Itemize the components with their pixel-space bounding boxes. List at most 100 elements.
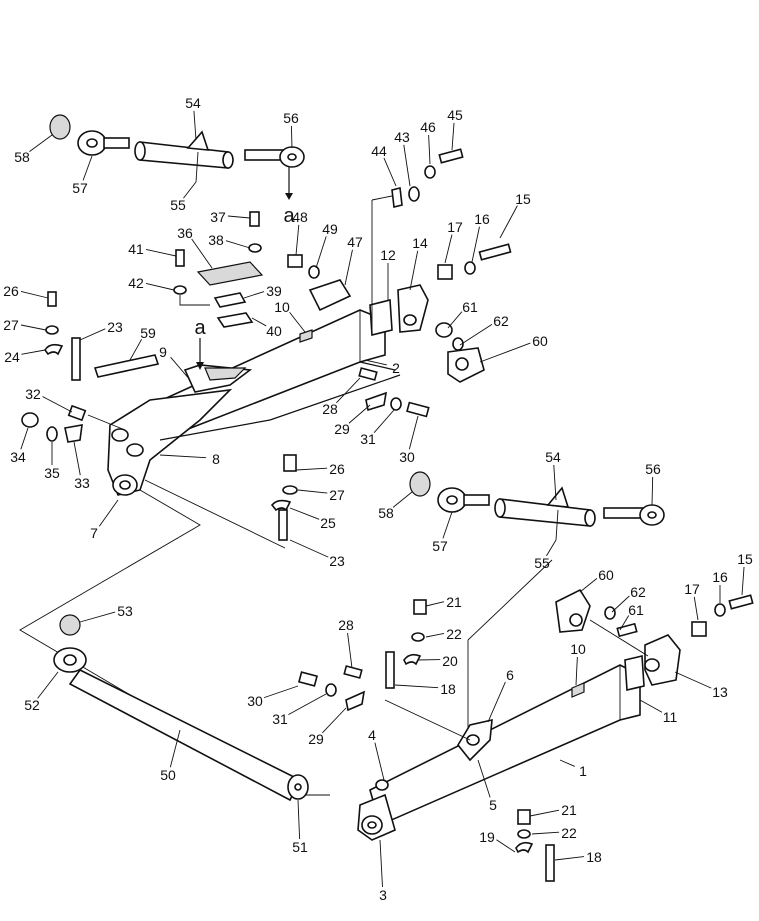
callout-c21b: 21 bbox=[561, 802, 577, 818]
leader-line bbox=[296, 468, 327, 470]
leader-line bbox=[560, 760, 575, 766]
leader-line bbox=[530, 810, 559, 816]
callout-c33: 33 bbox=[74, 475, 90, 491]
leader-line bbox=[532, 832, 559, 834]
leader-line bbox=[160, 455, 206, 458]
leader-line bbox=[80, 329, 105, 340]
callout-c17b: 17 bbox=[684, 581, 700, 597]
callout-c13: 13 bbox=[712, 684, 728, 700]
callout-c30a: 30 bbox=[399, 449, 415, 465]
rod-assembly-top bbox=[50, 115, 304, 200]
callout-c16b: 16 bbox=[712, 569, 728, 585]
leader-line bbox=[488, 682, 505, 722]
callout-c5: 5 bbox=[489, 797, 497, 813]
callout-c27a: 27 bbox=[3, 317, 19, 333]
leader-line bbox=[580, 578, 597, 592]
callout-c57a: 57 bbox=[72, 180, 88, 196]
callout-c25: 25 bbox=[320, 515, 336, 531]
callout-c10b: 10 bbox=[570, 641, 586, 657]
leader-line bbox=[146, 249, 176, 256]
callout-c52: 52 bbox=[24, 697, 40, 713]
callout-c39: 39 bbox=[266, 283, 282, 299]
leader-line bbox=[21, 350, 45, 354]
callout-c50: 50 bbox=[160, 767, 176, 783]
callout-c21a: 21 bbox=[446, 594, 462, 610]
callout-c31a: 31 bbox=[360, 431, 376, 447]
leader-line bbox=[375, 743, 384, 780]
leader-line bbox=[322, 708, 346, 733]
leader-line bbox=[83, 156, 92, 180]
leader-line bbox=[99, 500, 118, 526]
leader-line bbox=[244, 292, 264, 298]
leader-line bbox=[742, 567, 744, 595]
callout-c34: 34 bbox=[10, 449, 26, 465]
leader-line bbox=[226, 241, 250, 248]
callout-c26b: 26 bbox=[329, 461, 345, 477]
leader-line bbox=[443, 512, 452, 538]
callout-c15a: 15 bbox=[515, 191, 531, 207]
callout-c28b: 28 bbox=[338, 617, 354, 633]
callout-c53: 53 bbox=[117, 603, 133, 619]
callout-c49: 49 bbox=[322, 221, 338, 237]
callout-c48: 48 bbox=[292, 209, 308, 225]
callout-c4: 4 bbox=[368, 727, 376, 743]
leader-line bbox=[576, 657, 577, 685]
leader-line bbox=[410, 251, 418, 290]
callout-c55a: 55 bbox=[170, 197, 186, 213]
callout-c26a: 26 bbox=[3, 283, 19, 299]
callout-c54a: 54 bbox=[185, 95, 201, 111]
reference-letter-a_top: a bbox=[283, 205, 295, 227]
leader-line bbox=[500, 206, 517, 238]
callout-c15b: 15 bbox=[737, 551, 753, 567]
leader-line bbox=[348, 633, 352, 668]
callout-c9: 9 bbox=[159, 344, 167, 360]
reference-letter-a_mid: a bbox=[194, 317, 206, 339]
callout-c47: 47 bbox=[347, 234, 363, 250]
callout-c62b: 62 bbox=[630, 584, 646, 600]
callout-c29b: 29 bbox=[308, 731, 324, 747]
arm-lower bbox=[358, 656, 644, 840]
callout-c10a: 10 bbox=[274, 299, 290, 315]
leader-line bbox=[290, 540, 328, 557]
leader-line bbox=[675, 672, 711, 688]
callout-c2: 2 bbox=[392, 360, 400, 376]
leader-line bbox=[554, 465, 556, 500]
callout-c42: 42 bbox=[128, 275, 144, 291]
callout-c8: 8 bbox=[212, 451, 220, 467]
leader-line bbox=[426, 602, 444, 606]
callout-c58a: 58 bbox=[14, 149, 30, 165]
leader-line bbox=[252, 318, 266, 326]
callout-c12: 12 bbox=[380, 247, 396, 263]
leader-line bbox=[612, 596, 629, 612]
leader-line bbox=[380, 840, 383, 887]
leader-line bbox=[448, 312, 462, 328]
callout-c16a: 16 bbox=[474, 211, 490, 227]
callout-c60a: 60 bbox=[532, 333, 548, 349]
callout-c59: 59 bbox=[140, 325, 156, 341]
callout-c24: 24 bbox=[4, 349, 20, 365]
callout-c60b: 60 bbox=[598, 567, 614, 583]
callout-c23b: 23 bbox=[329, 553, 345, 569]
leader-line bbox=[298, 490, 327, 493]
leader-line bbox=[296, 225, 299, 255]
leader-line bbox=[694, 597, 698, 620]
rod-assembly-mid bbox=[410, 472, 664, 540]
leader-line bbox=[429, 135, 430, 164]
callout-c41: 41 bbox=[128, 241, 144, 257]
callout-c61a: 61 bbox=[462, 299, 478, 315]
callout-c58b: 58 bbox=[378, 505, 394, 521]
leader-line bbox=[452, 123, 454, 150]
leader-line bbox=[345, 250, 352, 285]
leader-line bbox=[290, 508, 319, 519]
leader-line bbox=[404, 145, 410, 186]
callout-c57b: 57 bbox=[432, 538, 448, 554]
callout-c18a: 18 bbox=[440, 681, 456, 697]
callout-c29a: 29 bbox=[334, 421, 350, 437]
callout-c3: 3 bbox=[379, 887, 387, 903]
callout-c23a: 23 bbox=[107, 319, 123, 335]
leader-line bbox=[409, 416, 418, 449]
callout-c17a: 17 bbox=[447, 219, 463, 235]
leader-line bbox=[264, 686, 298, 698]
